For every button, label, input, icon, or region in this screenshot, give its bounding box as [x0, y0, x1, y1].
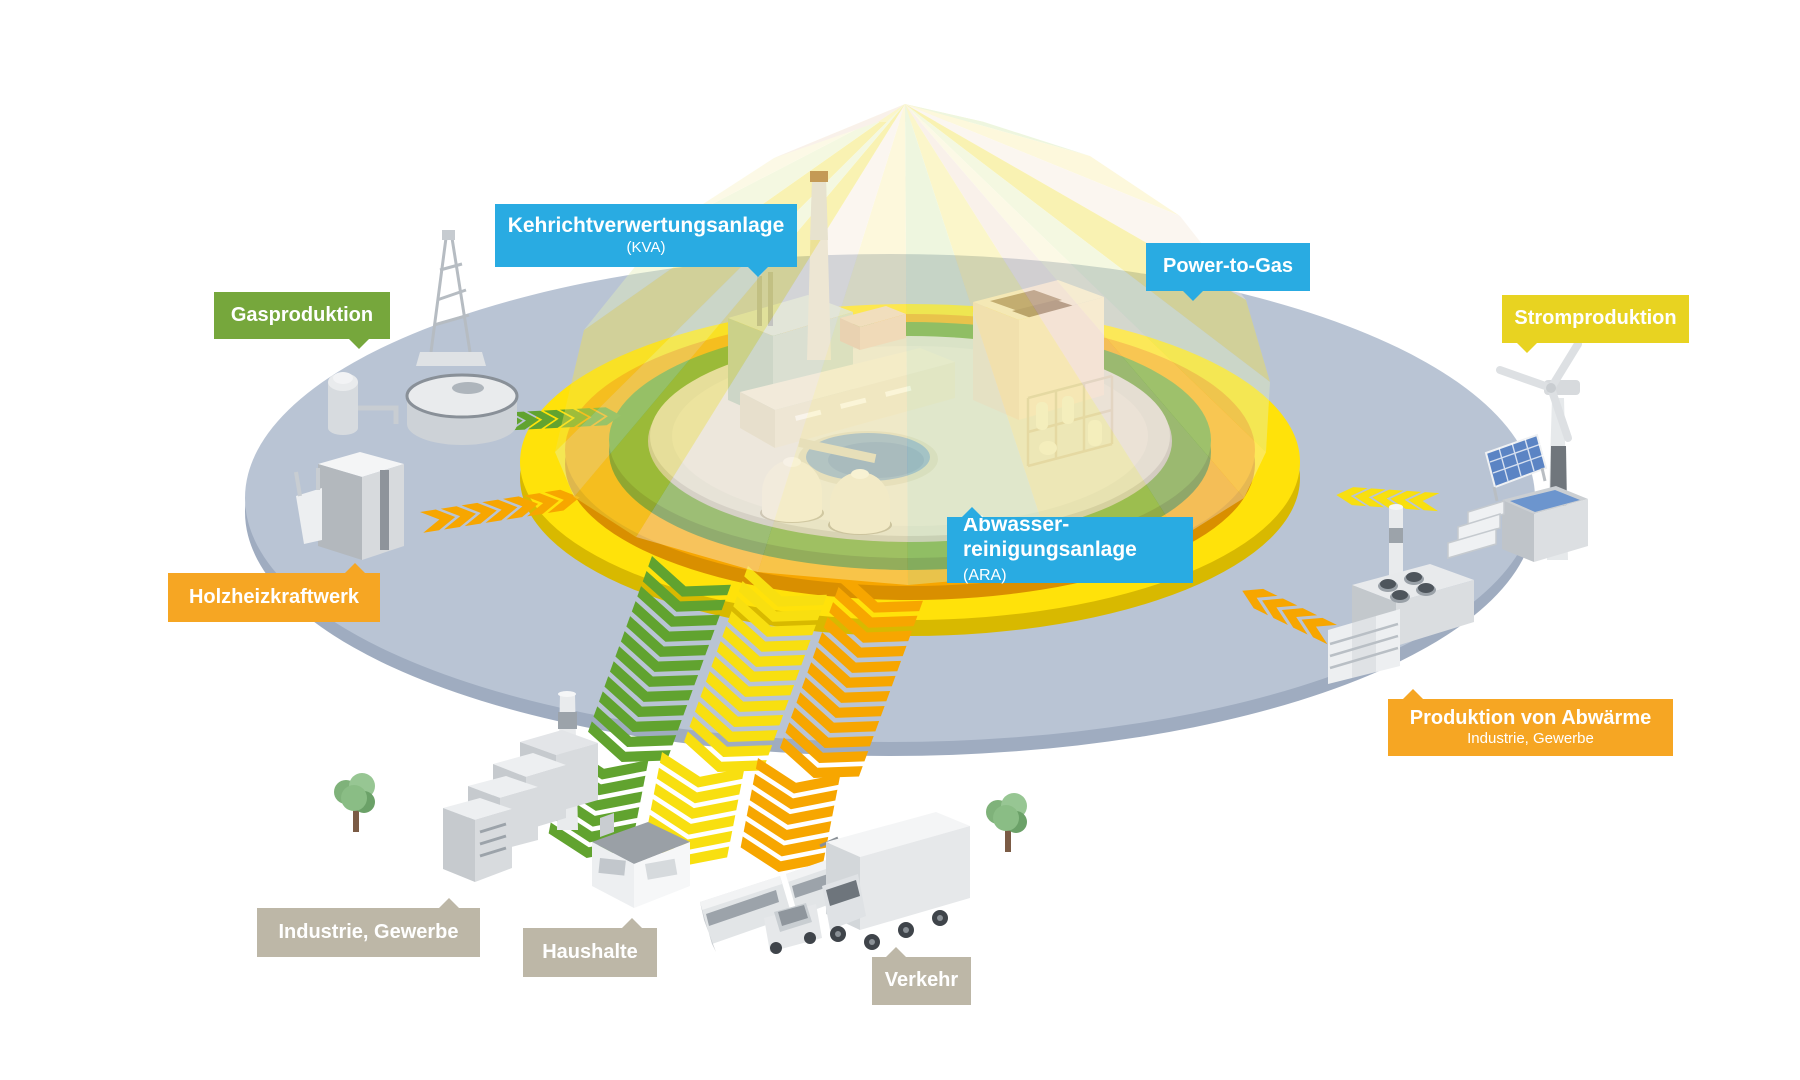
- kva-waste-incineration-plant: [728, 171, 955, 448]
- label-holzheizkraftwerk-title: Holzheizkraftwerk: [188, 585, 360, 608]
- label-abwaerme-pointer: [1402, 689, 1424, 700]
- power-to-gas-plant: [973, 280, 1114, 468]
- label-stromproduktion-pointer: [1516, 342, 1538, 353]
- label-abwaerme-subtitle: Industrie, Gewerbe: [1467, 730, 1594, 748]
- label-industrie-gewerbe: Industrie, Gewerbe: [257, 898, 480, 957]
- label-verkehr-pointer: [885, 947, 907, 958]
- label-produktion-von-abwaerme: Produktion von Abwärme Industrie, Gewerb…: [1388, 689, 1673, 756]
- wind-turbine-blades: [1496, 340, 1582, 442]
- label-gasproduktion-title: Gasproduktion: [230, 303, 374, 326]
- label-kva: Kehrichtverwertungsanlage (KVA): [495, 204, 797, 277]
- label-abwasserreinigungsanlage: Abwasser- reinigungsanlage (ARA): [947, 507, 1193, 584]
- car: [764, 903, 822, 954]
- label-gasproduktion-pointer: [348, 338, 370, 349]
- kva-chimney-cap: [810, 171, 828, 182]
- label-verkehr: Verkehr: [872, 947, 971, 1005]
- label-power-to-gas-title: Power-to-Gas: [1162, 255, 1294, 278]
- label-ara-line1: Abwasser-: [963, 512, 1070, 536]
- label-holzheizkraftwerk: Holzheizkraftwerk: [168, 563, 380, 622]
- label-industrie-gewerbe-title: Industrie, Gewerbe: [278, 920, 459, 943]
- small-gas-tank: [328, 382, 358, 435]
- label-power-to-gas-pointer: [1182, 290, 1204, 301]
- label-ara-pointer: [961, 507, 983, 518]
- factory-halls: [1328, 609, 1400, 684]
- label-holzheizkraftwerk-pointer: [344, 563, 366, 574]
- energy-dome: [555, 104, 1270, 585]
- spillway-steps: [1447, 499, 1505, 559]
- tree: [986, 793, 1027, 852]
- label-haushalte-pointer: [621, 918, 643, 929]
- label-ara-line2-text: reinigungsanlage: [963, 537, 1137, 561]
- label-kva-pointer: [747, 266, 769, 277]
- roof-stacks: [1378, 572, 1436, 603]
- gas-production-facility: [328, 230, 519, 445]
- label-ara-line2: reinigungsanlage (ARA): [963, 538, 1183, 588]
- label-ara-suffix: (ARA): [963, 567, 1007, 585]
- household-house: [592, 813, 690, 908]
- tree: [334, 773, 375, 832]
- wood-heat-power-plant: [294, 452, 404, 560]
- label-kva-title: Kehrichtverwertungsanlage: [507, 214, 785, 238]
- electricity-production-facility: [1447, 340, 1588, 562]
- label-gasproduktion: Gasproduktion: [214, 292, 390, 349]
- label-industrie-gewerbe-pointer: [438, 898, 460, 909]
- label-stromproduktion: Stromproduktion: [1502, 295, 1689, 353]
- label-haushalte-title: Haushalte: [542, 940, 638, 963]
- waste-heat-factory: [1328, 504, 1474, 684]
- truck: [822, 812, 970, 950]
- label-power-to-gas: Power-to-Gas: [1146, 243, 1310, 301]
- drilling-derrick: [429, 237, 472, 353]
- industry-building: [443, 691, 598, 882]
- ara-wastewater-plant: [760, 431, 938, 535]
- label-abwaerme-title: Produktion von Abwärme: [1409, 706, 1652, 729]
- label-stromproduktion-title: Stromproduktion: [1514, 307, 1677, 330]
- label-haushalte: Haushalte: [523, 918, 657, 977]
- label-verkehr-title: Verkehr: [884, 969, 959, 992]
- kva-chimney-tip: [810, 180, 828, 240]
- label-kva-subtitle: (KVA): [626, 239, 666, 257]
